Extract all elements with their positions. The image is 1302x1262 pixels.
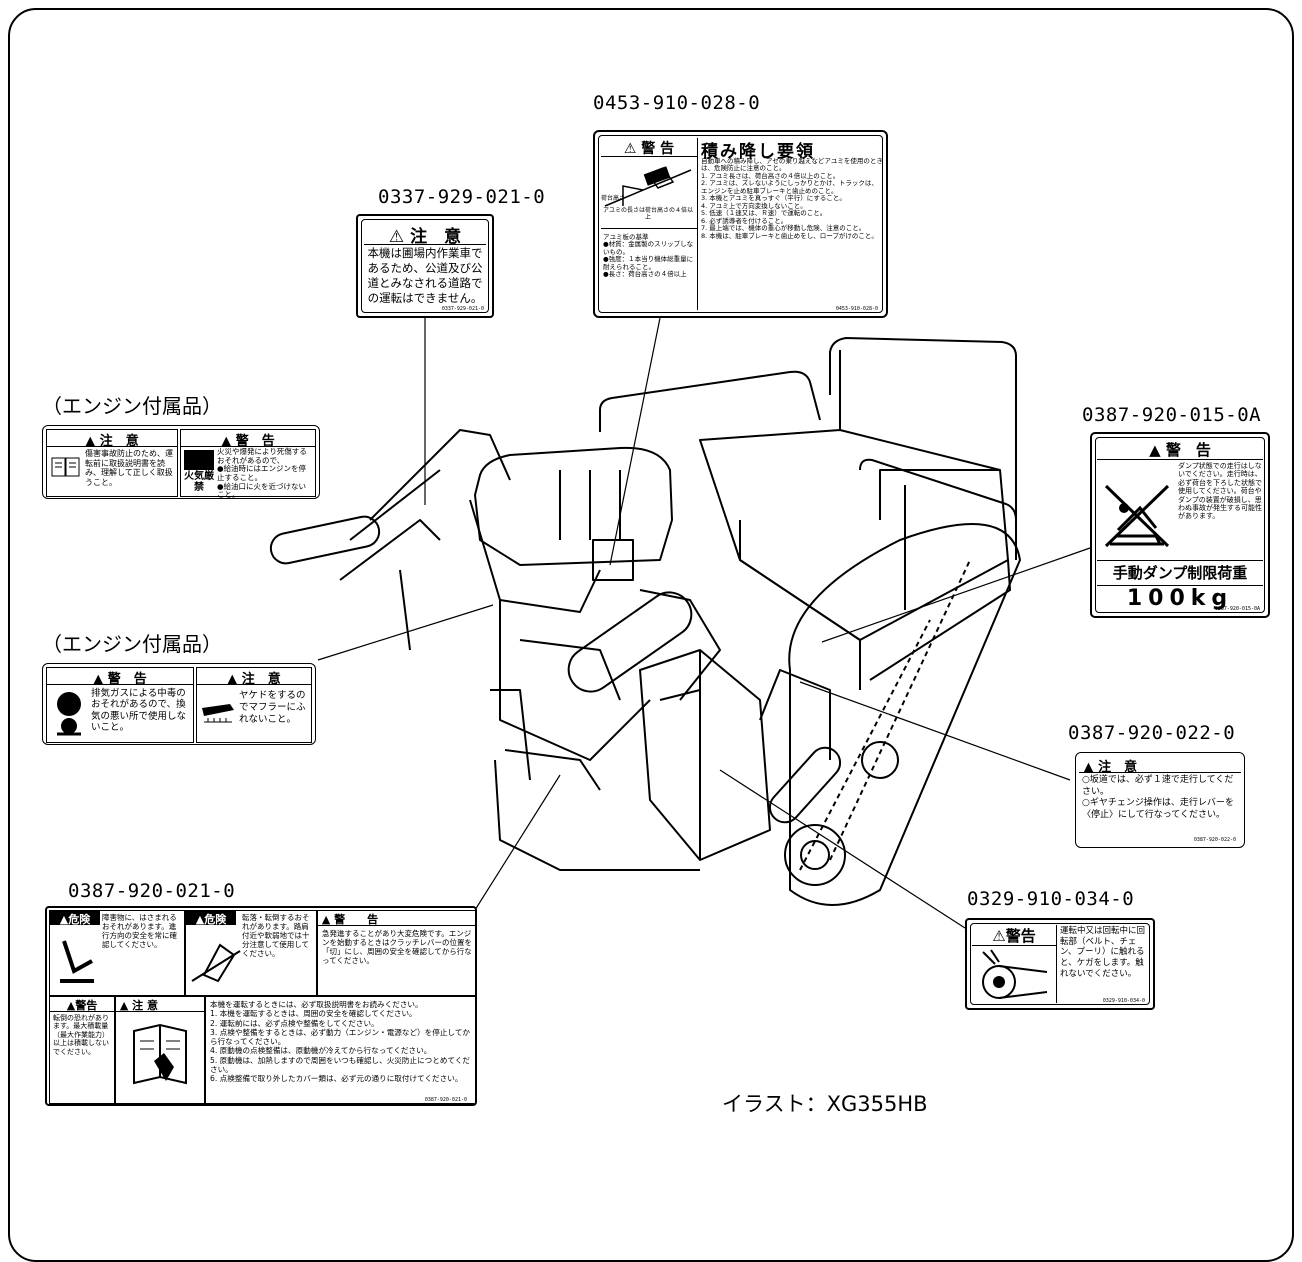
illustration-caption: イラスト：XG355HB [722, 1092, 928, 1116]
engine-accessory-label-exhaust-muffler: ▲ 警 告 排気ガスによる中毒のおそれがあるので、換気の悪い所で使用しないこと。… [42, 663, 316, 745]
part-number-0387-021: 0387-920-021-0 [68, 880, 236, 902]
part-number-0453: 0453-910-028-0 [593, 92, 761, 114]
part-number-0337: 0337-929-021-0 [378, 186, 546, 208]
label-0387-015-dump-load: ▲ 警 告 ダンプ状態での走行はしないでください。走行時は、必ず荷台を下ろした状… [1090, 432, 1270, 618]
label-0453-loading-procedure: ⚠ 警 告 積み降し要領 荷台高さ アユミの長さは荷台高さの４倍以上 アユミ板の… [593, 130, 888, 318]
part-number-0329: 0329-910-034-0 [967, 888, 1135, 910]
warning-triangle-icon: ▲ [227, 672, 238, 687]
fire-icon [184, 450, 214, 470]
warning-triangle-icon: ▲ [195, 913, 205, 926]
warning-triangle-icon: ▲ [93, 672, 104, 687]
part-number-0387-022: 0387-920-022-0 [1068, 722, 1236, 744]
warning-header: ⚠ 警 告 [601, 138, 697, 157]
dump-prohibited-icon [1104, 484, 1170, 548]
warning-triangle-icon: ▲ [1149, 441, 1161, 459]
warning-triangle-icon: ▲ [66, 999, 76, 1012]
warning-triangle-icon: ▲ [321, 913, 331, 926]
rollover-hazard-icon [191, 943, 241, 983]
engine-accessory-label-1: （エンジン付属品） [42, 394, 222, 418]
warning-triangle-icon: ▲ [221, 434, 232, 449]
engine-accessory-label-2: （エンジン付属品） [42, 632, 222, 656]
exhaust-gas-icon [57, 692, 81, 736]
label-0387-022-slope-caution: ▲ 注 意 ○坂道では、必ず１速で走行してください。 ○ギヤチェンジ操作は、走行… [1075, 752, 1245, 848]
engine-accessory-label-caution-warning: ▲ 注 意 傷害事故防止のため、運転前に取扱説明書を読み、理解して正しく取扱うこ… [42, 425, 320, 499]
warning-triangle-icon: ▲ [59, 913, 69, 926]
part-number-0387-015: 0387-920-015-0A [1082, 404, 1262, 426]
warning-triangle-icon: ⚠ [623, 141, 637, 157]
label-0329-rotating-parts-warning: ⚠警告 運転中又は回転中に回転部（ベルト、チェン、プーリ）に触れると、ケガをしま… [965, 918, 1155, 1010]
hot-surface-icon [202, 704, 234, 723]
label-0387-021-combined-warnings: ▲危険 障害物に、はさまれるおそれがあります。進行方向の安全を常に確認してくださ… [45, 906, 477, 1106]
read-manual-icon [133, 1023, 187, 1085]
loading-ramp-icon [604, 166, 692, 207]
rotating-pulley-icon [982, 949, 1048, 999]
warning-triangle-icon: ▲ [85, 434, 96, 449]
manual-book-icon [51, 457, 80, 477]
warning-triangle-icon: ⚠ [388, 227, 405, 247]
warning-triangle-icon: ⚠ [992, 927, 1006, 945]
label-0337-public-road-caution: ⚠ 注 意 本機は圃場内作業車であるため、公道及び公道とみなされる道路での運転は… [356, 214, 494, 318]
label-title: 積み降し要領 [701, 142, 815, 162]
warning-triangle-icon: ▲ [1083, 760, 1094, 775]
warning-triangle-icon: ▲ [119, 999, 129, 1012]
pinch-hazard-icon [60, 940, 94, 983]
